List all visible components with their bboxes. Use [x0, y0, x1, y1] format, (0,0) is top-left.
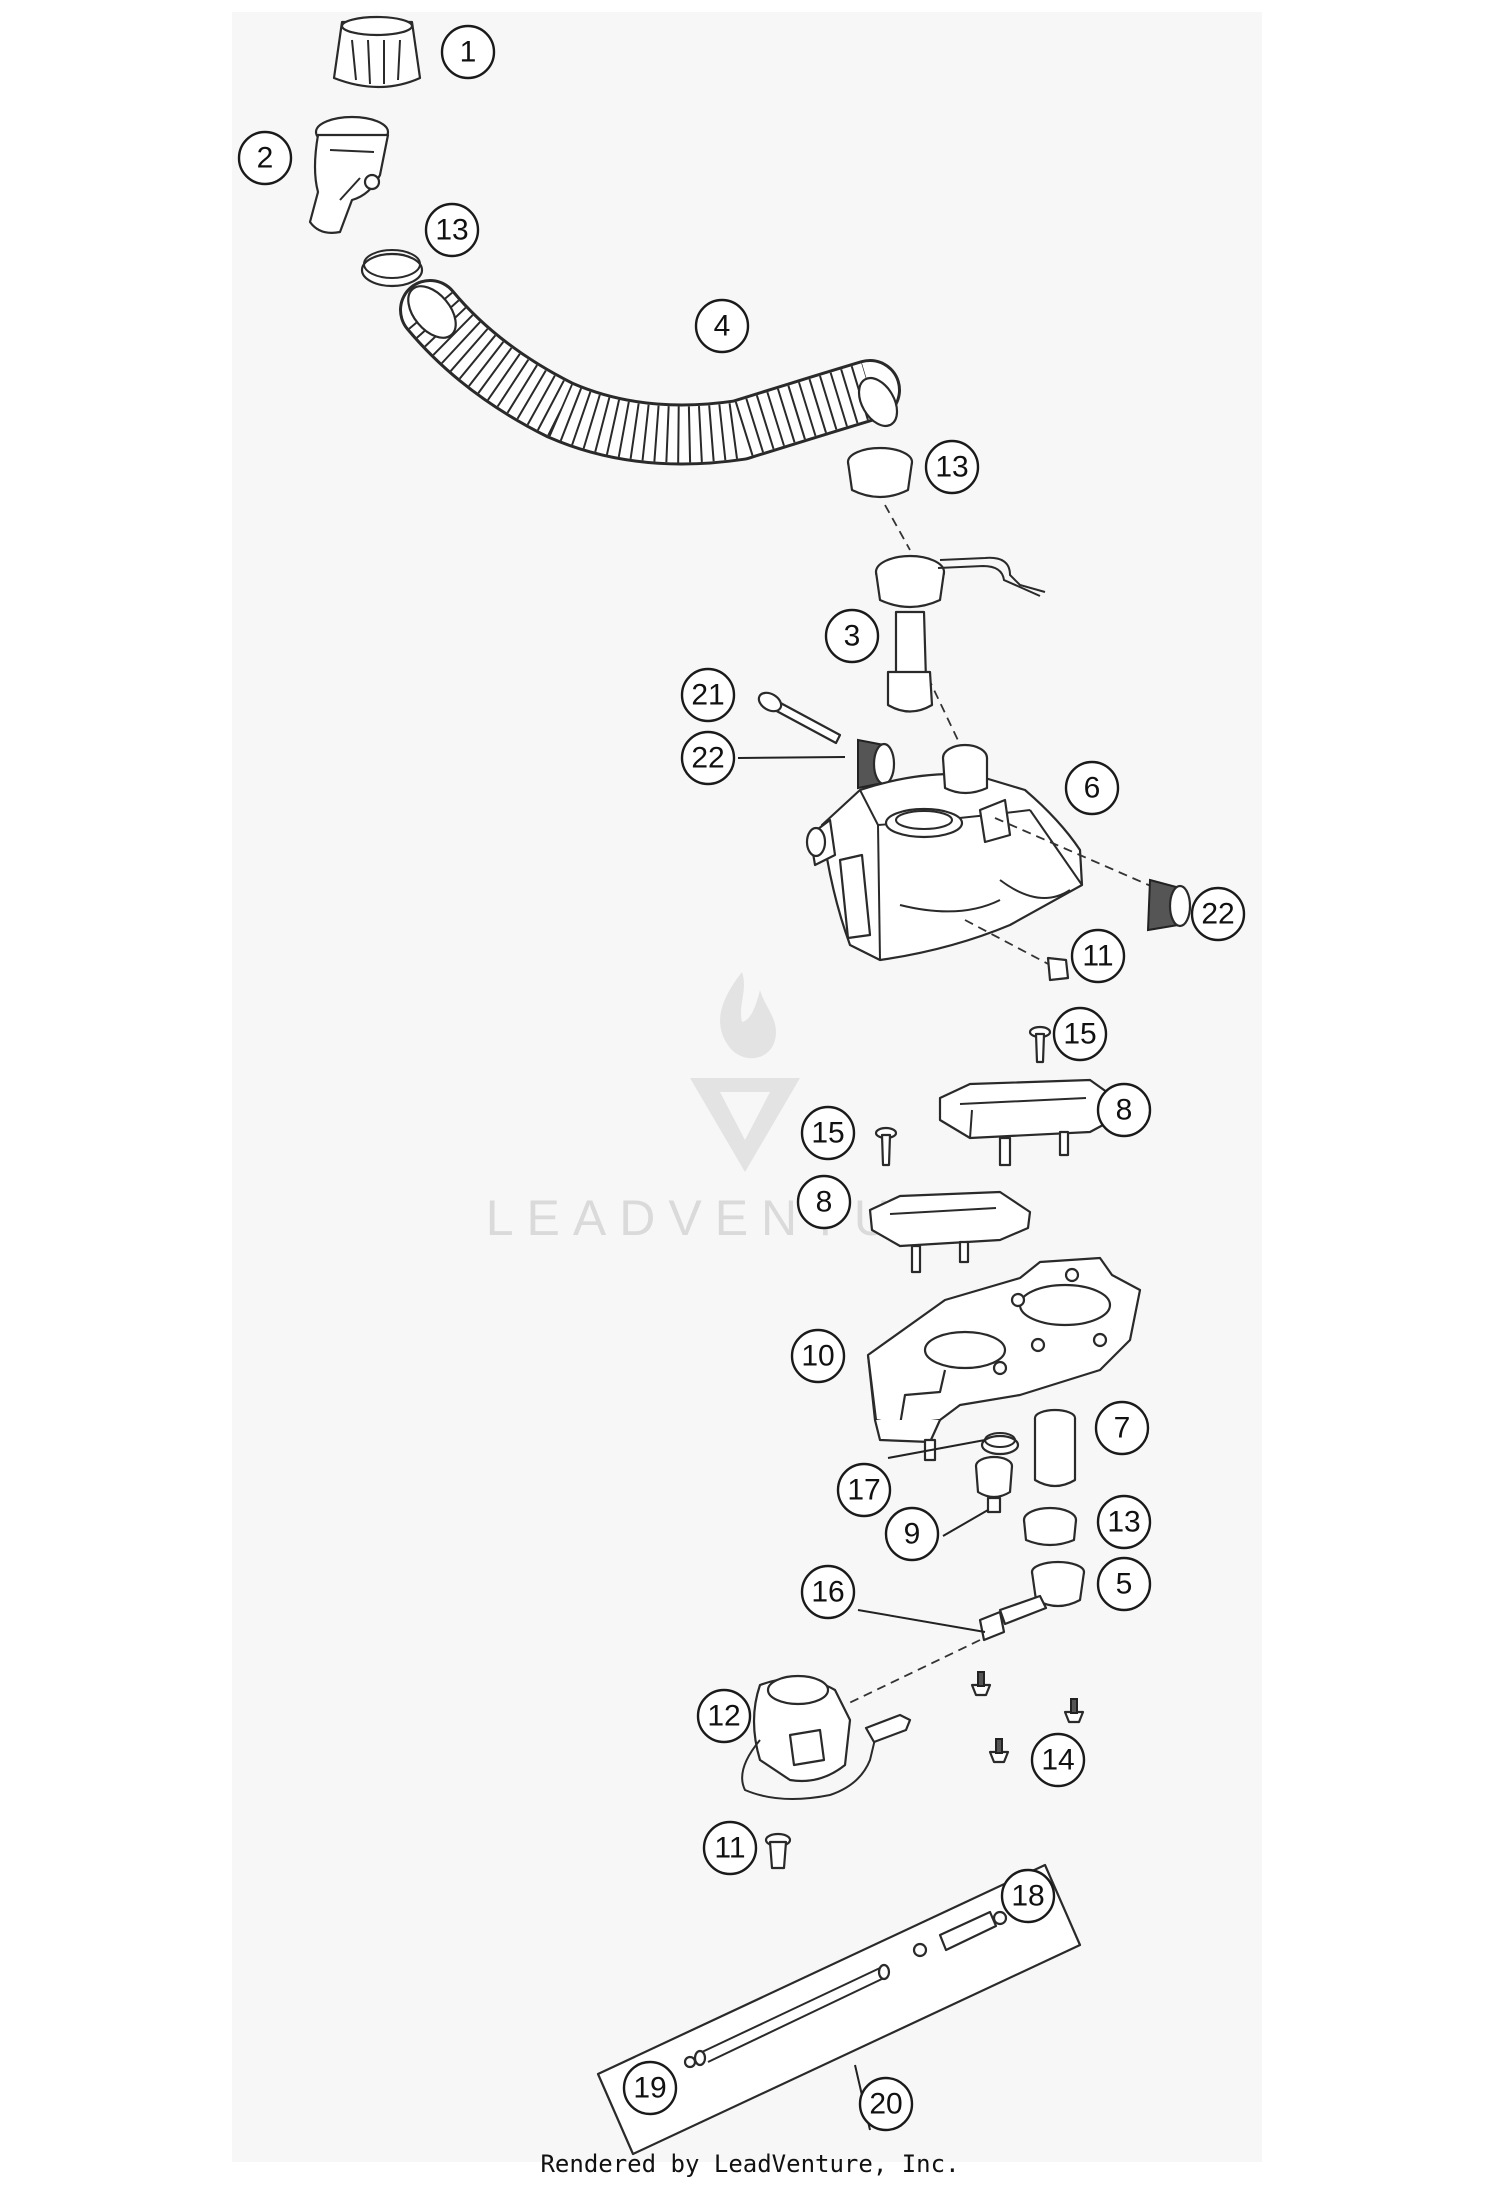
part-9-valve: [974, 1455, 1014, 1514]
callout-22-right: 22: [1190, 886, 1246, 942]
callout-13-top: 13: [424, 202, 480, 258]
svg-text:13: 13: [435, 214, 468, 247]
part-8-bracket-upper: [938, 1078, 1120, 1167]
callout-9: 9: [884, 1506, 940, 1562]
svg-text:22: 22: [1201, 898, 1234, 931]
callout-11-upper: 11: [1070, 928, 1126, 984]
svg-text:11: 11: [1082, 940, 1113, 973]
part-3-level-sensor: [874, 554, 1046, 713]
svg-text:7: 7: [1114, 1412, 1131, 1445]
part-15-screw-lower: [874, 1126, 898, 1167]
svg-text:8: 8: [1116, 1094, 1133, 1127]
part-12-fuel-pump: [741, 1674, 912, 1800]
svg-text:21: 21: [691, 679, 724, 712]
part-8-bracket-lower: [868, 1190, 1032, 1274]
svg-text:1: 1: [460, 36, 477, 69]
part-11-screw-lower: [764, 1832, 792, 1870]
callout-17: 17: [836, 1462, 892, 1518]
callout-18: 18: [1000, 1868, 1056, 1924]
callout-11-lower: 11: [702, 1820, 758, 1876]
assembly-line-screw: [964, 919, 1053, 967]
callout-4: 4: [694, 298, 750, 354]
svg-text:13: 13: [935, 451, 968, 484]
part-13-clamp-lower: [1022, 1506, 1078, 1547]
svg-text:4: 4: [714, 310, 731, 343]
assembly-line-grommet: [994, 817, 1161, 891]
svg-text:18: 18: [1011, 1880, 1044, 1913]
svg-text:10: 10: [801, 1340, 834, 1373]
svg-text:8: 8: [816, 1186, 833, 1219]
part-16-hose-clip: [978, 1594, 1048, 1642]
callout-7: 7: [1094, 1400, 1150, 1456]
svg-text:15: 15: [1063, 1018, 1096, 1051]
footer-credit: Rendered by LeadVenture, Inc.: [540, 2150, 960, 2178]
svg-text:19: 19: [633, 2072, 666, 2105]
svg-text:3: 3: [844, 620, 861, 653]
svg-text:22: 22: [691, 742, 724, 775]
callout-20: 20: [858, 2076, 914, 2132]
part-6-tank: [805, 743, 1084, 962]
callout-21: 21: [680, 667, 736, 723]
part-21-bolt: [757, 691, 842, 745]
svg-text:11: 11: [714, 1832, 745, 1865]
svg-text:20: 20: [869, 2088, 902, 2121]
callout-3: 3: [824, 608, 880, 664]
callout-2: 2: [237, 130, 293, 186]
watermark-logo: LEADVENTURE: [486, 972, 985, 1246]
callout-12: 12: [696, 1688, 752, 1744]
svg-text:2: 2: [257, 142, 274, 175]
part-1-cap: [332, 15, 422, 89]
callout-16: 16: [800, 1564, 856, 1620]
part-15-screw-upper: [1028, 1025, 1052, 1064]
callout-19: 19: [622, 2060, 678, 2116]
svg-text:6: 6: [1084, 772, 1101, 805]
callout-15-upper: 15: [1052, 1006, 1108, 1062]
svg-text:13: 13: [1107, 1506, 1140, 1539]
part-20-hose-kit-frame: [596, 1863, 1082, 2156]
callout-13-middle: 13: [924, 439, 980, 495]
callout-8-upper: 8: [1096, 1082, 1152, 1138]
part-14-screws: [970, 1671, 1085, 1764]
part-7-filter: [1033, 1408, 1077, 1488]
svg-text:12: 12: [707, 1700, 740, 1733]
callout-5: 5: [1096, 1556, 1152, 1612]
part-4-hose: [399, 279, 901, 466]
callout-1: 1: [440, 24, 496, 80]
callout-22-left: 22: [680, 730, 736, 786]
svg-text:5: 5: [1116, 1568, 1133, 1601]
callout-8-lower: 8: [796, 1174, 852, 1230]
part-17-ring: [980, 1432, 1020, 1456]
part-2-filler-neck: [308, 115, 390, 234]
svg-text:15: 15: [811, 1117, 844, 1150]
part-22-grommet-right: [1146, 878, 1192, 932]
part-10-mounting-plate: [866, 1256, 1142, 1462]
callout-10: 10: [790, 1328, 846, 1384]
assembly-line-pump: [844, 1639, 981, 1706]
part-13-clamp-middle: [846, 446, 914, 499]
callout-15-lower: 15: [800, 1105, 856, 1161]
svg-text:9: 9: [904, 1518, 921, 1551]
callout-14: 14: [1030, 1732, 1086, 1788]
svg-text:14: 14: [1041, 1744, 1074, 1777]
part-11-screw-upper: [1046, 956, 1070, 982]
callout-13-lower: 13: [1096, 1494, 1152, 1550]
callout-6: 6: [1064, 760, 1120, 816]
svg-text:16: 16: [811, 1576, 844, 1609]
svg-text:17: 17: [847, 1474, 880, 1507]
part-13-clamp-top: [360, 249, 424, 288]
